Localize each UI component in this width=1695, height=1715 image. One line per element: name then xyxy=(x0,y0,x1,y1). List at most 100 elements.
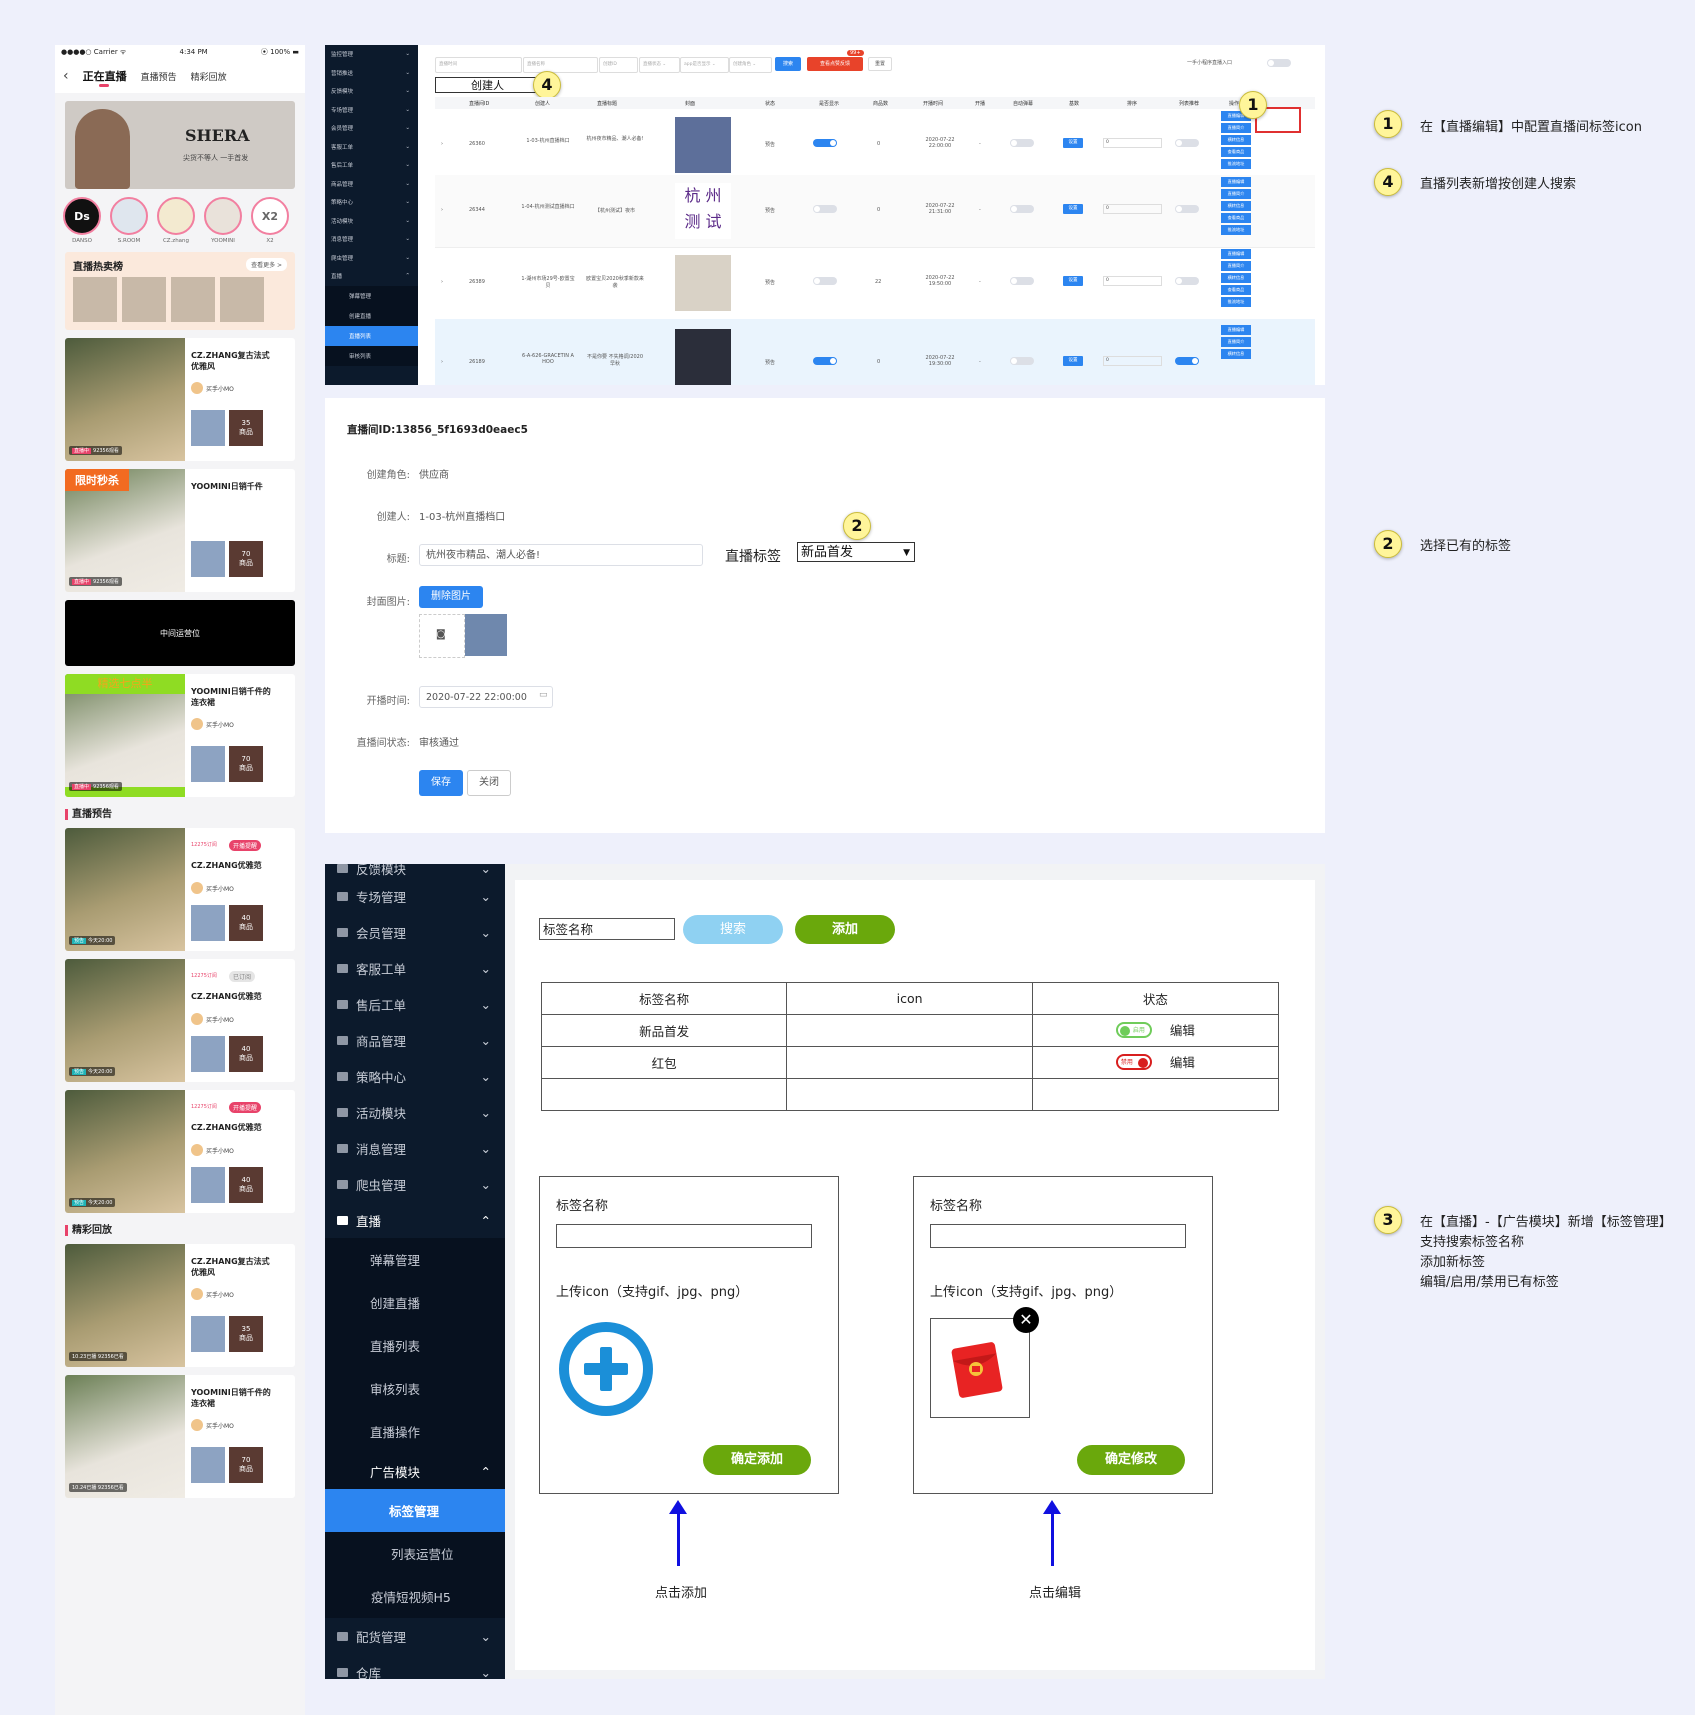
sidebar-item[interactable]: 专场管理⌄ xyxy=(331,106,410,114)
banner-info-button[interactable]: 横转信息 xyxy=(1221,201,1251,211)
sidebar-item[interactable]: 客服工单⌄ xyxy=(325,950,505,986)
view-goods-button[interactable]: 查看商品 xyxy=(1221,285,1251,295)
stream-url-button[interactable]: 推流地址 xyxy=(1221,159,1251,169)
sidebar-item[interactable]: 活动模块⌄ xyxy=(325,1094,505,1130)
brand-banner[interactable]: SHERA 尖货不等人 一手首发 xyxy=(65,101,295,189)
sidebar-item[interactable]: 策略中心⌄ xyxy=(325,1058,505,1094)
row-sort-input[interactable]: 0 xyxy=(1103,138,1162,148)
sidebar-sub-item[interactable]: 审核列表 xyxy=(325,345,418,366)
remove-icon-close-icon[interactable]: ✕ xyxy=(1013,1307,1039,1333)
sidebar-item[interactable]: 消息管理⌄ xyxy=(325,1130,505,1166)
row-recommend-toggle[interactable] xyxy=(1175,139,1199,147)
sidebar-item[interactable]: 商品管理⌄ xyxy=(325,1022,505,1058)
tag-name-input[interactable] xyxy=(556,1224,812,1248)
live-intro-button[interactable]: 直播简介 xyxy=(1221,123,1251,133)
row-set-button[interactable]: 设置 xyxy=(1063,138,1083,148)
tab-replay[interactable]: 精彩回放 xyxy=(190,72,227,83)
sidebar-item[interactable]: 仓库⌄ xyxy=(325,1654,505,1679)
tag-add-button[interactable]: 添加 xyxy=(795,915,895,944)
sidebar-sub-item[interactable]: 弹幕管理 xyxy=(325,1238,505,1281)
live-edit-button[interactable]: 直播编辑 xyxy=(1221,111,1251,121)
cover-upload-box[interactable]: ◙ xyxy=(419,614,465,658)
sidebar-item[interactable]: 爬虫管理⌄ xyxy=(325,1166,505,1202)
sidebar-item[interactable]: 反馈模块⌄ xyxy=(325,864,505,878)
live-edit-button[interactable]: 直播编辑 xyxy=(1221,177,1251,187)
preview-card[interactable]: 预告今天20:00 12275订阅 开播提醒 CZ.ZHANG优雅范 买手小MO… xyxy=(65,828,295,951)
creator-search-input[interactable]: 创建人 xyxy=(435,77,545,93)
confirm-add-button[interactable]: 确定添加 xyxy=(703,1445,811,1475)
banner-info-button[interactable]: 横转信息 xyxy=(1221,349,1251,359)
sidebar-sub-item[interactable]: 审核列表 xyxy=(325,1367,505,1410)
row-set-button[interactable]: 设置 xyxy=(1063,276,1083,286)
row-recommend-toggle[interactable] xyxy=(1175,205,1199,213)
subscribed-button[interactable]: 已订阅 xyxy=(229,971,256,982)
sidebar-item[interactable]: 反馈模块⌄ xyxy=(331,88,410,96)
filter-role[interactable]: 创建角色 ⌄ xyxy=(729,57,772,73)
search-button[interactable]: 搜索 xyxy=(775,57,801,71)
edit-link[interactable]: 编辑 xyxy=(1169,1055,1195,1071)
sidebar-sub-item[interactable]: 列表运营位 xyxy=(325,1532,505,1575)
sidebar-item[interactable]: 售后工单⌄ xyxy=(331,162,410,170)
row-set-button[interactable]: 设置 xyxy=(1063,204,1083,214)
disable-toggle[interactable]: 禁用 xyxy=(1115,1053,1152,1070)
sidebar-item[interactable]: 消息管理⌄ xyxy=(331,236,410,244)
sidebar-sub-item-active[interactable]: 直播列表 xyxy=(325,325,418,346)
replay-card[interactable]: 10.24已播 92356已看 YOOMINI日销千件的连衣裙 买手小MO 70… xyxy=(65,1375,295,1498)
feedback-button[interactable]: 查看点赞反馈 xyxy=(807,57,863,71)
sidebar-item[interactable]: 监控管理⌄ xyxy=(331,51,410,59)
reset-button[interactable]: 重置 xyxy=(868,57,892,71)
sidebar-item[interactable]: 会员管理⌄ xyxy=(325,914,505,950)
row-show-toggle[interactable] xyxy=(813,139,837,147)
tab-live-now[interactable]: 正在直播 xyxy=(82,70,127,87)
preview-card[interactable]: 预告今天20:00 12275订阅 开播提醒 CZ.ZHANG优雅范 买手小MO… xyxy=(65,1090,295,1213)
sidebar-item[interactable]: 客服工单⌄ xyxy=(331,143,410,151)
confirm-edit-button[interactable]: 确定修改 xyxy=(1077,1445,1185,1475)
save-button[interactable]: 保存 xyxy=(419,770,463,796)
back-icon[interactable]: ‹ xyxy=(63,68,69,84)
avatar[interactable]: S.ROOM xyxy=(110,197,148,244)
sidebar-sub-item[interactable]: 疫情短视频H5 xyxy=(325,1575,505,1618)
stream-url-button[interactable]: 推流地址 xyxy=(1221,225,1251,235)
plus-circle-icon[interactable] xyxy=(558,1321,654,1417)
see-more-link[interactable]: 查看更多 > xyxy=(246,258,287,271)
row-auto-barrage-toggle[interactable] xyxy=(1010,357,1034,365)
view-goods-button[interactable]: 查看商品 xyxy=(1221,213,1251,223)
sidebar-item[interactable]: 专场管理⌄ xyxy=(325,878,505,914)
tag-name-input[interactable] xyxy=(930,1224,1186,1248)
sidebar-item-live[interactable]: 直播⌃ xyxy=(331,273,410,281)
sidebar-sub-item[interactable]: 创建直播 xyxy=(325,305,418,326)
filter-live-name[interactable]: 直播名称 xyxy=(523,57,598,73)
row-auto-barrage-toggle[interactable] xyxy=(1010,205,1034,213)
live-tag-select[interactable]: 新品首发 ▼ xyxy=(797,542,915,562)
sidebar-sub-item[interactable]: 创建直播 xyxy=(325,1281,505,1324)
sidebar-item[interactable]: 配货管理⌄ xyxy=(325,1618,505,1654)
filter-creator-id[interactable]: 创建ID xyxy=(599,57,638,73)
sidebar-item[interactable]: 策略中心⌄ xyxy=(331,199,410,207)
row-set-button[interactable]: 设置 xyxy=(1063,356,1083,366)
view-goods-button[interactable]: 查看商品 xyxy=(1221,147,1251,157)
middle-ops-slot[interactable]: 中间运营位 xyxy=(65,600,295,666)
preview-card[interactable]: 预告今天20:00 12275订阅 已订阅 CZ.ZHANG优雅范 买手小MO … xyxy=(65,959,295,1082)
avatar[interactable]: CZ.zhang xyxy=(157,197,195,244)
sidebar-tag-management[interactable]: 标签管理 xyxy=(325,1489,505,1532)
tab-preview[interactable]: 直播预告 xyxy=(140,72,177,83)
sidebar-item-live[interactable]: 直播⌃ xyxy=(325,1202,505,1238)
edit-link[interactable]: 编辑 xyxy=(1169,1023,1195,1039)
live-edit-button[interactable]: 直播编辑 xyxy=(1221,249,1251,259)
live-edit-button[interactable]: 直播编辑 xyxy=(1221,325,1251,335)
row-auto-barrage-toggle[interactable] xyxy=(1010,139,1034,147)
sidebar-sub-item[interactable]: 弹幕管理 xyxy=(325,285,418,306)
title-input[interactable]: 杭州夜市精品、潮人必备! xyxy=(419,544,703,566)
filter-status[interactable]: 直播状态 ⌄ xyxy=(639,57,680,73)
delete-image-button[interactable]: 删除图片 xyxy=(419,586,483,608)
banner-info-button[interactable]: 横转信息 xyxy=(1221,135,1251,145)
stream-url-button[interactable]: 推流地址 xyxy=(1221,297,1251,307)
row-sort-input[interactable]: 0 xyxy=(1103,276,1162,286)
sidebar-item[interactable]: 营销推送⌄ xyxy=(331,69,410,77)
tag-search-button[interactable]: 搜索 xyxy=(683,915,783,944)
row-sort-input[interactable]: 0 xyxy=(1103,204,1162,214)
